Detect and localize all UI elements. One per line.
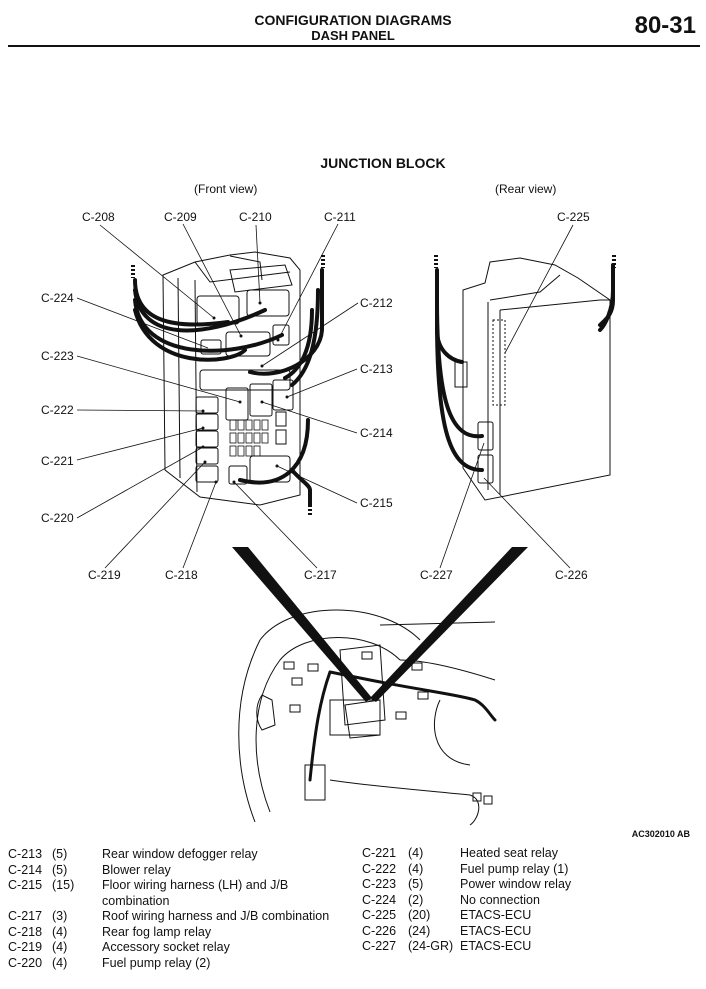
- callout-c227: C-227: [420, 568, 453, 582]
- callout-c208: C-208: [82, 210, 115, 224]
- callout-c223: C-223: [41, 349, 74, 363]
- rear-view-label: (Rear view): [495, 182, 557, 196]
- dash-panel: [238, 609, 496, 826]
- connector-code: C-222: [362, 861, 397, 876]
- pin-count: (4): [408, 846, 424, 860]
- callout-c225: C-225: [557, 210, 590, 224]
- connector-description: Rear fog lamp relay: [102, 924, 212, 939]
- callout-c224: C-224: [41, 291, 74, 305]
- pin-count: (2): [408, 892, 424, 907]
- legend-row: C-227 (24-GR) ETACS-ECU: [362, 939, 706, 955]
- callout-c221: C-221: [41, 454, 74, 468]
- pin-count: (20): [408, 908, 431, 922]
- pin-count: (5): [52, 847, 68, 861]
- callout-c215: C-215: [360, 496, 393, 510]
- connector-description: Fuel pump relay (1): [460, 861, 569, 876]
- legend-row: C-214 (5) Blower relay: [8, 863, 352, 879]
- pin-count: (3): [52, 909, 68, 923]
- connector-description: Heated seat relay: [460, 846, 558, 860]
- callout-c210: C-210: [239, 210, 272, 224]
- connector-description: Rear window defogger relay: [102, 847, 258, 861]
- legend-row: C-224 (2) No connection: [362, 893, 706, 909]
- pointer-wedge-left: [232, 547, 372, 702]
- legend-row: C-222 (4) Fuel pump relay (1): [362, 862, 706, 878]
- connector-code: C-217: [8, 909, 43, 923]
- connector-description: Accessory socket relay: [102, 940, 230, 954]
- front-view-label: (Front view): [194, 182, 258, 196]
- callout-c211: C-211: [324, 210, 356, 224]
- legend-row: C-221 (4) Heated seat relay: [362, 846, 706, 862]
- pin-count: (4): [408, 861, 424, 876]
- figure-code: AC302010 AB: [631, 829, 690, 839]
- front-harness: [133, 268, 324, 507]
- dash-harness: [308, 670, 497, 782]
- legend-right: C-221 (4) Heated seat relay C-222 (4) Fu…: [362, 846, 706, 955]
- connector-code: C-215: [8, 878, 43, 892]
- rear-leader-lines: [439, 224, 574, 569]
- pin-count: (15): [52, 878, 75, 892]
- legend-row: C-226 (24) ETACS-ECU: [362, 924, 706, 940]
- junction-block-diagram: [76, 223, 616, 826]
- connector-code: C-227: [362, 939, 397, 953]
- legend-row: C-218 (4) Rear fog lamp relay: [8, 925, 352, 941]
- front-harness-ends: [131, 255, 325, 515]
- connector-description: Fuel pump relay (2): [102, 955, 211, 970]
- connector-code: C-223: [362, 877, 397, 891]
- callout-c213: C-213: [360, 362, 393, 376]
- front-leader-lines: [76, 223, 359, 569]
- pin-count: (5): [52, 862, 68, 877]
- connector-code: C-214: [8, 862, 43, 877]
- pin-count: (24): [408, 923, 431, 938]
- pin-count: (4): [52, 955, 68, 970]
- connector-code: C-226: [362, 923, 397, 938]
- legend-row: C-223 (5) Power window relay: [362, 877, 706, 893]
- connector-code: C-218: [8, 924, 43, 939]
- legend-row: C-219 (4) Accessory socket relay: [8, 940, 352, 956]
- callout-c226: C-226: [555, 568, 588, 582]
- header-rule: [8, 45, 700, 47]
- legend-row: C-215 (15) Floor wiring harness (LH) and…: [8, 878, 352, 909]
- connector-description: Roof wiring harness and J/B combination: [102, 909, 330, 923]
- connector-code: C-225: [362, 908, 397, 922]
- callout-c220: C-220: [41, 511, 74, 525]
- connector-code: C-224: [362, 892, 397, 907]
- callout-c219: C-219: [88, 568, 121, 582]
- connector-code: C-213: [8, 847, 43, 861]
- dash-connectors: [283, 651, 493, 805]
- callout-c222: C-222: [41, 403, 74, 417]
- pointer-wedge-right: [370, 547, 528, 702]
- junction-block-title: JUNCTION BLOCK: [320, 155, 446, 171]
- rear-harness: [435, 263, 615, 472]
- pin-count: (24-GR): [408, 939, 454, 953]
- legend-row: C-213 (5) Rear window defogger relay: [8, 847, 352, 863]
- connector-description: Power window relay: [460, 877, 572, 891]
- connector-description: ETACS-ECU: [460, 939, 532, 953]
- section-subtitle: DASH PANEL: [311, 28, 395, 43]
- section-title: CONFIGURATION DIAGRAMS: [254, 12, 452, 28]
- callout-c212: C-212: [360, 296, 393, 310]
- pin-count: (5): [408, 877, 424, 891]
- connector-description: ETACS-ECU: [460, 908, 532, 922]
- connector-description: Blower relay: [102, 862, 171, 877]
- legend-left: C-213 (5) Rear window defogger relay C-2…: [8, 847, 352, 971]
- connector-code: C-219: [8, 940, 43, 954]
- rear-junction-block: [454, 257, 611, 501]
- callout-c218: C-218: [165, 568, 198, 582]
- callout-c209: C-209: [164, 210, 197, 224]
- connector-description: Floor wiring harness (LH) and J/B combin…: [102, 878, 289, 908]
- connector-description: ETACS-ECU: [460, 923, 532, 938]
- connector-code: C-220: [8, 955, 43, 970]
- page-number: 80-31: [634, 12, 696, 39]
- connector-description: No connection: [460, 892, 540, 907]
- legend-row: C-225 (20) ETACS-ECU: [362, 908, 706, 924]
- legend-row: C-220 (4) Fuel pump relay (2): [8, 956, 352, 972]
- callout-c217: C-217: [304, 568, 337, 582]
- callout-c214: C-214: [360, 426, 393, 440]
- pin-count: (4): [52, 924, 68, 939]
- connector-code: C-221: [362, 846, 397, 860]
- pin-count: (4): [52, 940, 68, 954]
- legend-row: C-217 (3) Roof wiring harness and J/B co…: [8, 909, 352, 925]
